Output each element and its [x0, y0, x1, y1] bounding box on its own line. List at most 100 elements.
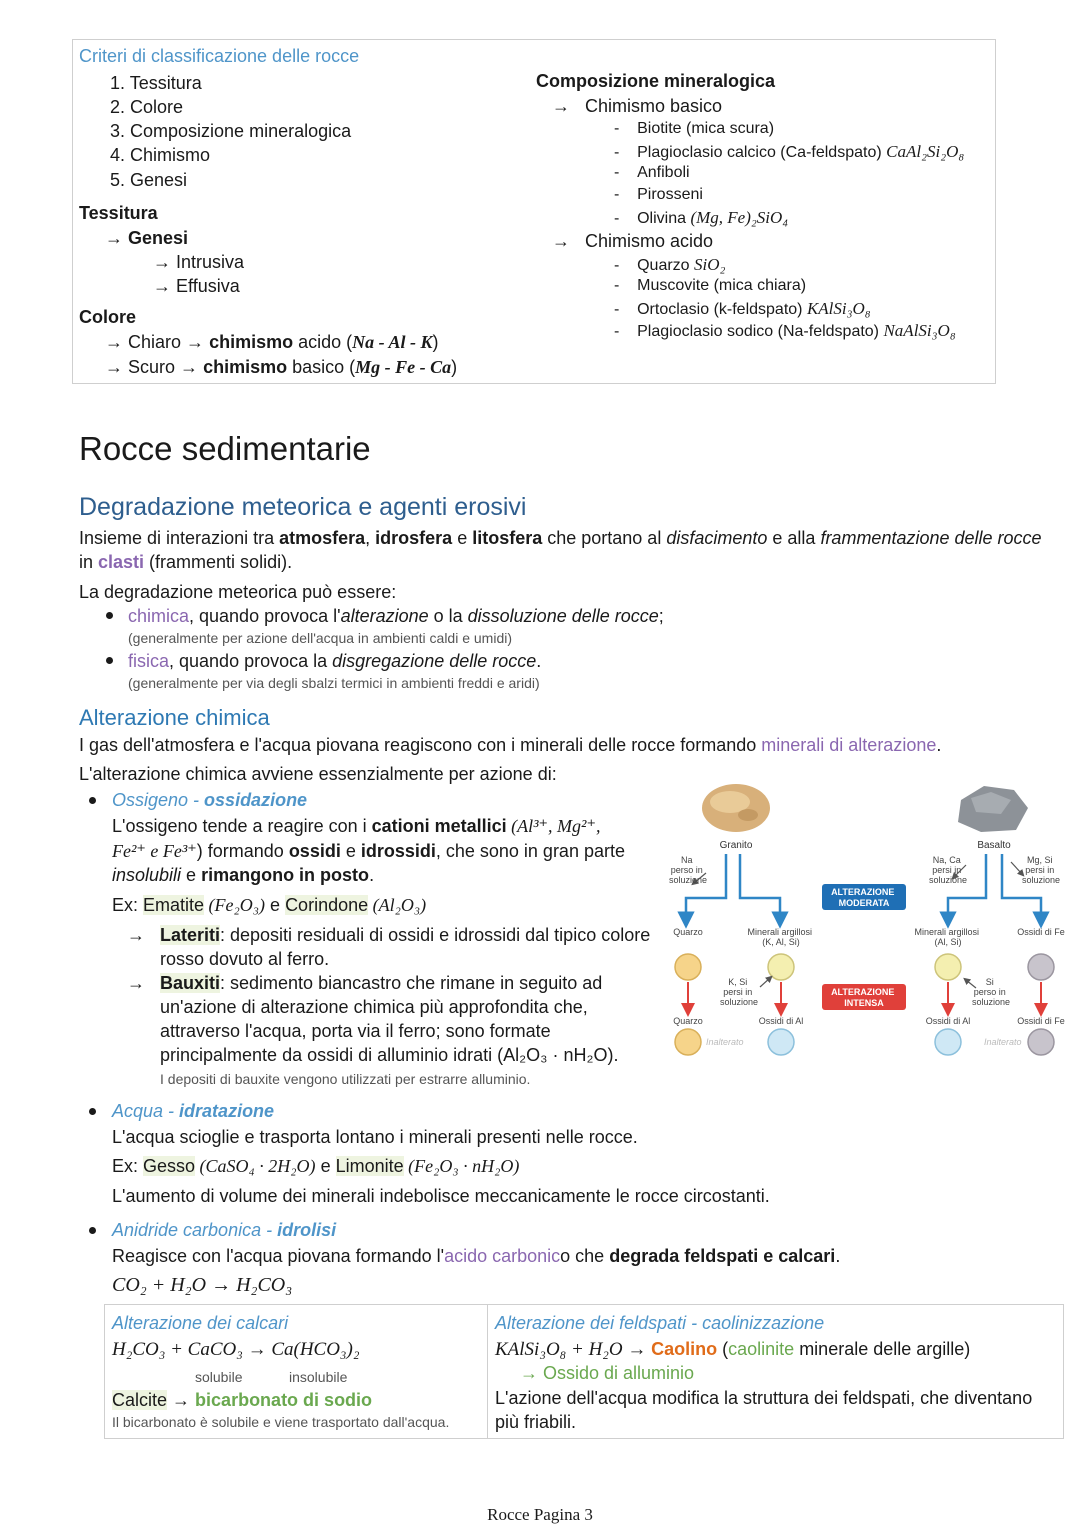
- text: minerale delle argille): [794, 1339, 971, 1359]
- tessitura-heading: Tessitura: [79, 203, 158, 223]
- granito-label: Granito: [720, 840, 753, 851]
- page-footer: Rocce Pagina 3: [487, 1505, 593, 1524]
- bullet: [89, 1108, 96, 1115]
- term-idrossidi: idrossidi: [360, 841, 436, 861]
- composizione-heading: Composizione mineralogica: [536, 71, 776, 91]
- ossidi-fe-circle: [1027, 953, 1055, 981]
- term-minerali-alterazione: minerali di alterazione: [761, 735, 937, 755]
- mineral-name: Biotite (mica scura): [637, 120, 775, 137]
- bauxiti-line1: Bauxiti: sedimento biancastro che rimane…: [160, 973, 602, 994]
- formula: Fe²⁺ e Fe³⁺: [112, 841, 197, 861]
- text: in: [79, 552, 99, 572]
- fisica-line: fisica, quando provoca la disgregazione …: [128, 651, 541, 672]
- term-ossidazione: ossidazione: [204, 790, 308, 810]
- arrow-icon: →: [127, 925, 145, 945]
- text: .: [936, 735, 942, 755]
- calcite-line: Calcite → bicarbonato di sodio: [112, 1390, 372, 1411]
- calcari-note: Il bicarbonato è solubile e viene traspo…: [112, 1414, 450, 1430]
- ossidi-fe-label: Ossidi di Fe: [1017, 927, 1065, 937]
- quarzo-label: Quarzo: [673, 927, 703, 937]
- argilla-circle: [767, 953, 795, 981]
- arrow-icon: →: [127, 973, 145, 993]
- ossigeno-example: Ex: Ematite (Fe₂O₃) e Corindone (Al₂O₃): [112, 895, 426, 916]
- text: e alla: [767, 528, 821, 548]
- calcari-title: Alterazione dei calcari: [112, 1313, 289, 1333]
- bauxiti-line4: principalmente da ossidi di alluminio id…: [160, 1045, 619, 1065]
- alterazione-heading: Alterazione chimica: [79, 705, 270, 730]
- text: che portano al: [542, 528, 667, 548]
- text: o la: [428, 606, 468, 626]
- term-disfacimento: disfacimento: [666, 528, 768, 548]
- text: Anidride carbonica -: [112, 1220, 278, 1240]
- criteria-box: [72, 39, 996, 384]
- bauxiti-note: I depositi di bauxite vengono utilizzati…: [160, 1071, 531, 1087]
- bauxiti-line3: attraverso l'acqua, porta via il ferro; …: [160, 1021, 551, 1041]
- mineral-name: Plagioclasio sodico (Na-feldspato): [637, 323, 880, 340]
- term-insolubili: insolubili: [112, 865, 182, 885]
- formula: (Fe₂O₃ · nH₂O): [403, 1156, 520, 1176]
- term-idratazione: idratazione: [179, 1101, 275, 1121]
- mineral-name: Anfiboli: [637, 164, 690, 181]
- text: Reagisce con l'acqua piovana formando l': [112, 1246, 445, 1266]
- alterazione-p1: I gas dell'atmosfera e l'acqua piovana r…: [79, 735, 941, 756]
- acqua-line1: L'acqua scioglie e trasporta lontano i m…: [112, 1127, 638, 1147]
- na-perso-label: Na perso in soluzione: [669, 855, 707, 885]
- text: e: [265, 895, 286, 915]
- text: , che sono in gran parte: [435, 841, 625, 861]
- term-acido-carbonico: acido carbonic: [444, 1246, 561, 1266]
- inalterato-label: Inalterato: [706, 1037, 744, 1047]
- solubile-label: solubile: [195, 1369, 243, 1385]
- term-frammentazione: frammentazione delle rocce: [820, 528, 1042, 548]
- scuro-line: → Scuro → chimismo basico (Mg - Fe - Ca): [105, 357, 458, 377]
- section-title: Rocce sedimentarie: [79, 430, 371, 467]
- term-degrada: degrada feldspati e calcari: [609, 1246, 836, 1266]
- lateriti-line2: rosso dovuto al ferro.: [160, 949, 330, 969]
- minerali-argillosi-label: Minerali argillosi (Al, Si): [914, 927, 981, 947]
- text: L'ossigeno tende a reagire con i: [112, 816, 372, 836]
- term-bicarbonato: bicarbonato di sodio: [195, 1390, 373, 1410]
- text: e: [340, 841, 361, 861]
- mineral-formula: SiO₂: [694, 255, 726, 274]
- chiaro-label: Chiaro: [128, 332, 182, 352]
- colore-heading: Colore: [79, 307, 137, 327]
- formula: (CaSO₄ · 2H₂O): [195, 1156, 316, 1176]
- formula: KAlSi₃O₈ + H₂O →: [495, 1339, 652, 1360]
- mineral-name: Ortoclasio (k-feldspato): [637, 301, 803, 318]
- term-bauxiti: Bauxiti: [160, 973, 221, 993]
- criteria-item: 4. Chimismo: [110, 145, 211, 165]
- text: : depositi residuali di ossidi e idrossi…: [220, 925, 651, 945]
- svg-text:ALTERAZIONE INTENSA: ALTERAZIONE INTENSA: [831, 987, 897, 1008]
- text: e: [452, 528, 473, 548]
- term-clasti: clasti: [98, 552, 145, 572]
- criteria-item: 2. Colore: [110, 97, 184, 117]
- text: Ex:: [112, 1156, 144, 1176]
- intrusiva-line: → Intrusiva: [153, 252, 245, 272]
- acqua-example: Ex: Gesso (CaSO₄ · 2H₂O) e Limonite (Fe₂…: [112, 1156, 519, 1177]
- acqua-line3: L'aumento di volume dei minerali indebol…: [112, 1186, 770, 1206]
- degradazione-p1-line2: in clasti (frammenti solidi).: [79, 552, 292, 573]
- acido-label: acido: [298, 332, 342, 352]
- mineral-formula: KAlSi₃O₈: [806, 299, 871, 318]
- chimica-note: (generalmente per azione dell'acqua in a…: [128, 630, 513, 646]
- mineral-name: Plagioclasio calcico (Ca-feldspato): [637, 144, 882, 161]
- basalt-rock-icon: [958, 786, 1028, 832]
- chimismo-label: chimismo: [203, 357, 288, 377]
- effusiva-line: → Effusiva: [153, 276, 240, 296]
- text: : sedimento biancastro che rimane in seg…: [220, 973, 603, 993]
- term-caolinite: caolinite: [728, 1339, 795, 1359]
- criteria-title: Criteri di classificazione delle rocce: [79, 46, 360, 66]
- genesi-label: Genesi: [128, 228, 189, 248]
- mineral-item: - Anfiboli: [614, 164, 690, 181]
- mineral-item: - Biotite (mica scura): [614, 120, 775, 137]
- ossidi-al-circle: [934, 1028, 962, 1056]
- mineral-item: - Pirosseni: [614, 186, 703, 203]
- text: , quando provoca l': [189, 606, 341, 626]
- genesi-line: → Genesi: [105, 228, 189, 248]
- mineral-item: - Quarzo SiO₂: [614, 255, 726, 274]
- term-disgregazione: disgregazione delle rocce: [332, 651, 537, 671]
- text: .: [369, 865, 375, 885]
- text: Acqua -: [112, 1101, 180, 1121]
- ossidi-fe-circle: [1027, 1028, 1055, 1056]
- alterazione-intensa-badge: [822, 984, 906, 1010]
- term-caolino: Caolino: [651, 1339, 718, 1359]
